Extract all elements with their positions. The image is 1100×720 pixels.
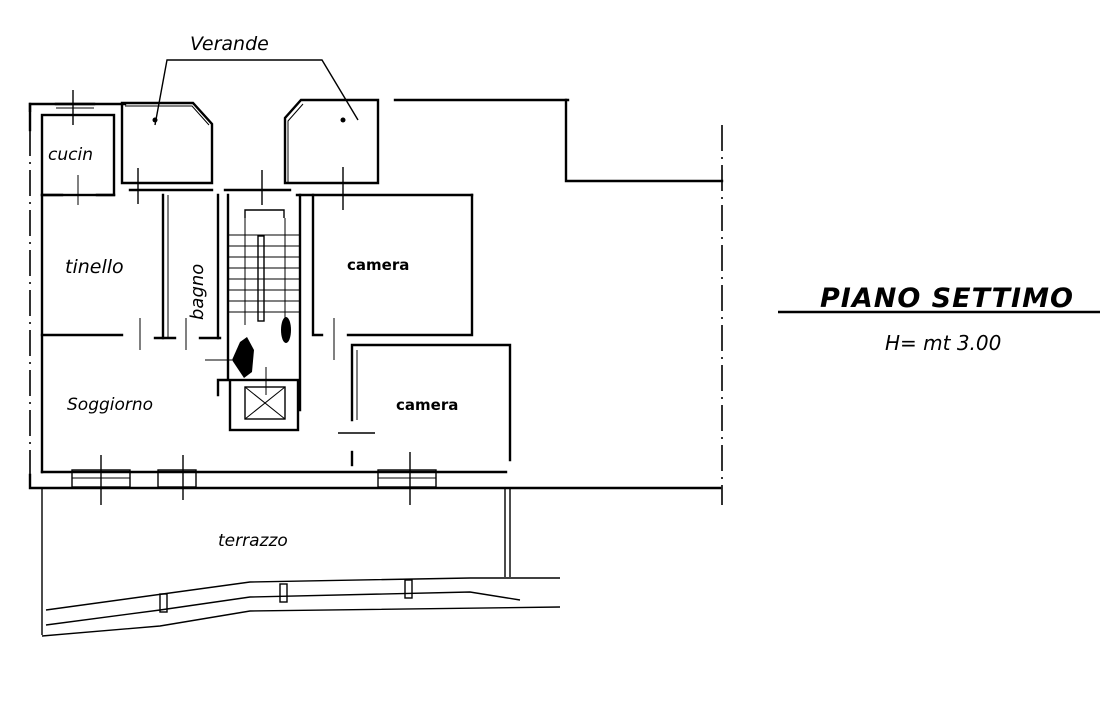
room-label-camera-2: camera [396, 396, 458, 414]
interior-walls [40, 188, 512, 474]
room-label-soggiorno: Soggiorno [67, 395, 153, 415]
veranda-left [120, 101, 214, 204]
leader-dot-left [152, 117, 158, 123]
veranda-right [283, 98, 380, 210]
stair-fill-mark [232, 337, 254, 378]
room-label-camera-1: camera [347, 256, 409, 274]
room-label-terrazzo: terrazzo [218, 531, 288, 551]
stair-core [205, 170, 302, 432]
bottom-windows [71, 452, 437, 505]
room-label-tinello: tinello [65, 256, 124, 278]
room-label-bagno: bagno [187, 264, 208, 320]
terrace [41, 488, 561, 637]
plan-height-label: H= mt 3.00 [885, 331, 1001, 355]
outer-walls [28, 98, 724, 505]
room-cucina: cucin [40, 90, 116, 205]
verande-callout-label: Verande [190, 33, 269, 55]
leader-dot-right [340, 117, 346, 123]
pillar-mark [281, 317, 291, 343]
verande-leader-line [154, 59, 359, 126]
room-label-cucina: cucin [48, 145, 93, 165]
plan-title: PIANO SETTIMO [820, 283, 1074, 314]
